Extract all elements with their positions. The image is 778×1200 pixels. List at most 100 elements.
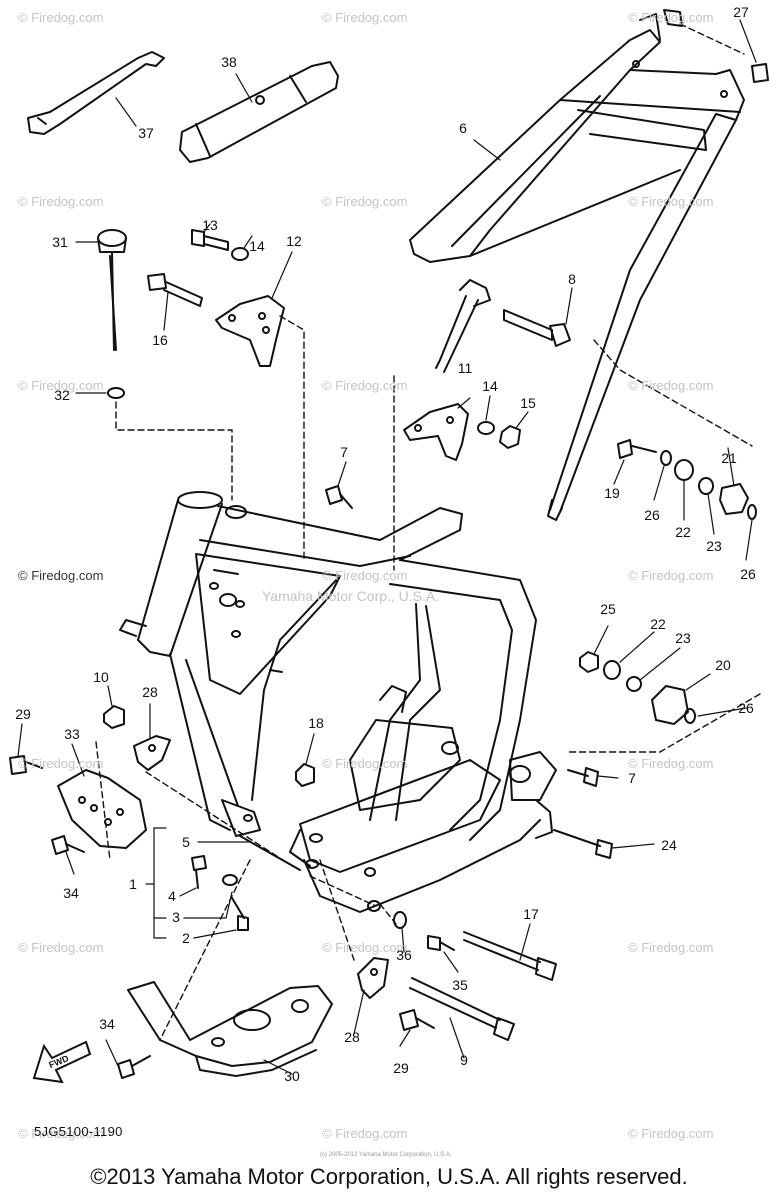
callout-label: 35 bbox=[452, 977, 468, 993]
bush-22a bbox=[674, 459, 694, 481]
callout-label: 21 bbox=[721, 450, 737, 466]
callout-label: 19 bbox=[604, 485, 620, 501]
bush-22b bbox=[603, 660, 621, 680]
washer-14b bbox=[477, 421, 495, 435]
nut-10 bbox=[103, 705, 125, 729]
tiny-copyright: (c) 2005-2013 Yamaha Motor Corporation, … bbox=[320, 1152, 452, 1158]
callout-label: 17 bbox=[523, 906, 539, 922]
watermark: © Firedog.com bbox=[322, 194, 408, 209]
callout-label: 9 bbox=[460, 1052, 468, 1068]
overlay-text: Yamaha Motor Corp., U.S.A. bbox=[262, 588, 440, 604]
nut-18 bbox=[295, 763, 315, 787]
bolt-29-left bbox=[9, 755, 43, 775]
callout-label: 14 bbox=[249, 238, 265, 254]
callout-label: 16 bbox=[152, 332, 168, 348]
watermark: © Firedog.com bbox=[628, 1126, 714, 1141]
guard-33 bbox=[57, 769, 147, 849]
watermark: © Firedog.com bbox=[628, 940, 714, 955]
watermark: © Firedog.com bbox=[18, 756, 104, 771]
callout-label: 5 bbox=[182, 834, 190, 850]
rear-subframe bbox=[409, 9, 769, 521]
copyright-text: ©2013 Yamaha Motor Corporation, U.S.A. A… bbox=[90, 1164, 688, 1189]
bracket-28-upper bbox=[133, 735, 171, 771]
callout-label: 13 bbox=[202, 217, 218, 233]
watermark: © Firedog.com bbox=[322, 756, 408, 771]
washer-32 bbox=[107, 387, 125, 399]
watermark: © Firedog.com bbox=[322, 378, 408, 393]
callout-label: 14 bbox=[482, 378, 498, 394]
callout-label: 24 bbox=[661, 837, 677, 853]
bracket-28-lower bbox=[357, 957, 389, 999]
callout-label: 28 bbox=[344, 1029, 360, 1045]
callout-label: 25 bbox=[600, 601, 616, 617]
fwd-label-box: FWD bbox=[47, 1053, 70, 1070]
watermark: © Firedog.com bbox=[628, 10, 714, 25]
callout-label: 26 bbox=[738, 700, 754, 716]
callout-label: 34 bbox=[63, 885, 79, 901]
bolt-16 bbox=[147, 273, 203, 307]
callout-label: 26 bbox=[644, 507, 660, 523]
bolt-35 bbox=[427, 935, 455, 951]
collar-23a bbox=[698, 477, 714, 495]
watermark: © Firedog.com bbox=[628, 194, 714, 209]
callout-label: 37 bbox=[138, 125, 154, 141]
callout-label: 23 bbox=[675, 630, 691, 646]
watermark: © Firedog.com bbox=[18, 940, 104, 955]
callout-label: 38 bbox=[221, 54, 237, 70]
callout-label: 22 bbox=[650, 616, 666, 632]
fwd-arrow bbox=[32, 1040, 92, 1084]
callout-label: 20 bbox=[715, 657, 731, 673]
spanner-wrench bbox=[27, 51, 165, 135]
bolt-7a bbox=[325, 485, 353, 509]
bolt-8 bbox=[503, 309, 571, 347]
bracket-11 bbox=[403, 403, 469, 461]
watermark: © Firedog.com bbox=[18, 1126, 104, 1141]
callout-label: 12 bbox=[286, 233, 302, 249]
bolt-17 bbox=[463, 931, 557, 981]
callout-label: 11 bbox=[457, 360, 473, 376]
nut-15 bbox=[499, 425, 521, 449]
collar-23b bbox=[626, 676, 642, 692]
washer-26b bbox=[747, 504, 757, 520]
bolt-34-left bbox=[51, 835, 85, 855]
watermark: © Firedog.com bbox=[628, 756, 714, 771]
fwd-label: FWD bbox=[47, 1053, 70, 1070]
callout-label: 6 bbox=[459, 120, 467, 136]
callout-label: 15 bbox=[520, 395, 536, 411]
watermark: © Firedog.com bbox=[18, 194, 104, 209]
damper-20 bbox=[651, 685, 689, 725]
bolt-9 bbox=[409, 977, 515, 1041]
nut-25 bbox=[579, 651, 599, 673]
watermark: © Firedog.com bbox=[628, 568, 714, 583]
watermark: © Firedog.com bbox=[322, 10, 408, 25]
bolt-2 bbox=[231, 897, 249, 931]
watermark: © Firedog.com bbox=[322, 568, 408, 583]
bolt-4 bbox=[191, 855, 207, 889]
washer-26c bbox=[684, 708, 696, 724]
callout-label: 10 bbox=[93, 669, 109, 685]
callout-label: 32 bbox=[54, 387, 70, 403]
watermark: © Firedog.com bbox=[18, 378, 104, 393]
dipstick bbox=[97, 229, 127, 351]
callout-label: 3 bbox=[172, 909, 180, 925]
callout-label: 4 bbox=[168, 888, 176, 904]
callout-label: 7 bbox=[628, 770, 636, 786]
damper-21 bbox=[719, 483, 749, 515]
callout-label: 34 bbox=[99, 1016, 115, 1032]
main-frame bbox=[119, 491, 557, 913]
callout-label: 33 bbox=[64, 726, 80, 742]
watermark: © Firedog.com bbox=[18, 10, 104, 25]
callout-label: 36 bbox=[396, 947, 412, 963]
bolt-24 bbox=[553, 829, 613, 859]
skid-plate bbox=[127, 981, 333, 1077]
callout-label: 30 bbox=[284, 1068, 300, 1084]
diagram-code: 5JG5100-1190 bbox=[34, 1124, 123, 1139]
callout-label: 22 bbox=[675, 524, 691, 540]
callout-label: 29 bbox=[393, 1060, 409, 1076]
callout-label: 7 bbox=[340, 444, 348, 460]
callout-label: 26 bbox=[740, 566, 756, 582]
callout-label: 29 bbox=[15, 706, 31, 722]
bracket-12 bbox=[215, 295, 285, 367]
bolt-29-lower bbox=[399, 1009, 435, 1031]
washer-14a bbox=[231, 247, 249, 261]
